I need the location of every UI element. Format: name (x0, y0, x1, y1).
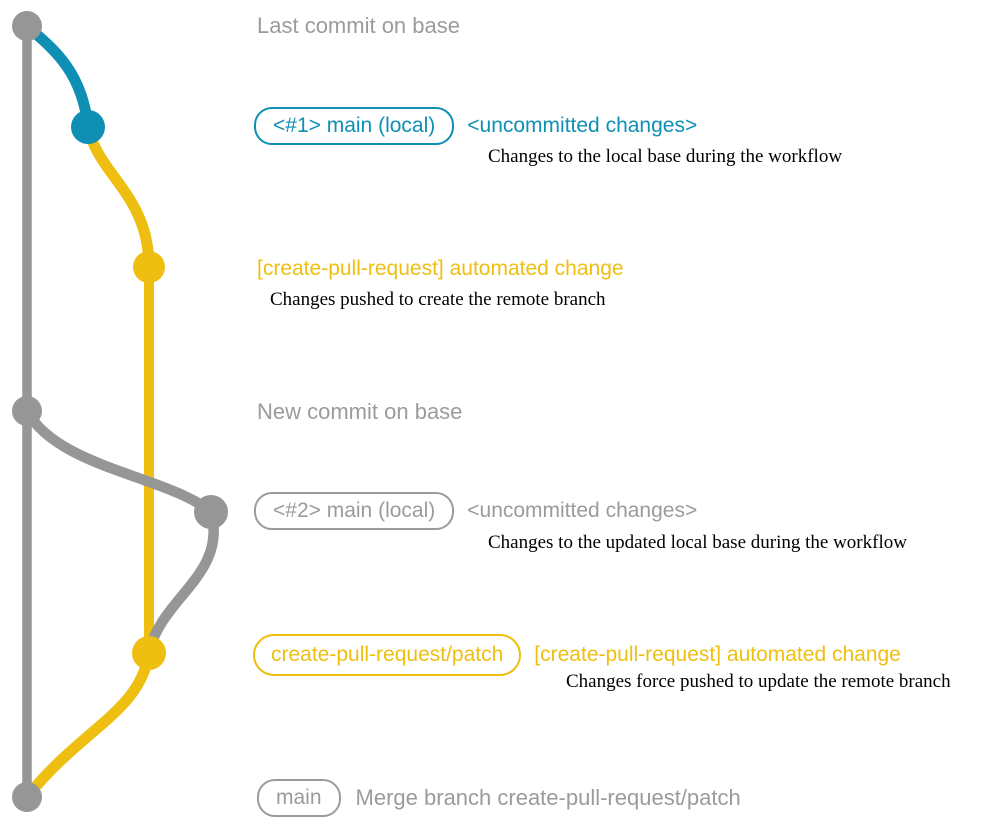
patch-branch-curve-1 (82, 121, 155, 273)
commit-node-last-commit-on-base (12, 11, 42, 41)
branch-badge-main: main (257, 779, 341, 817)
rebase-curve (143, 506, 219, 659)
merge-curve (21, 647, 155, 803)
row-local-main-1: <#1> main (local) <uncommitted changes> (254, 107, 697, 145)
row-merge: main Merge branch create-pull-request/pa… (257, 779, 741, 817)
status-uncommitted-changes-1: <uncommitted changes> (467, 114, 698, 137)
main-local-branch-curve-2 (21, 405, 217, 518)
description-push-create: Changes pushed to create the remote bran… (270, 289, 606, 310)
commit-node-merge (12, 782, 42, 812)
branch-badge-main-local-2: <#2> main (local) (254, 492, 455, 530)
commit-node-uncommitted-2 (194, 495, 228, 529)
description-local-changes-2: Changes to the updated local base during… (488, 532, 907, 553)
commit-message-automated-change-1: [create-pull-request] automated change (257, 257, 624, 280)
commit-message-automated-change-2: [create-pull-request] automated change (534, 643, 901, 666)
main-local-branch-curve-1 (21, 20, 94, 133)
commit-node-automated-change-2 (132, 636, 166, 670)
description-force-push: Changes force pushed to update the remot… (566, 671, 951, 692)
branch-badge-main-local-1: <#1> main (local) (254, 107, 455, 145)
commit-node-new-commit-on-base (12, 396, 42, 426)
row-local-main-2: <#2> main (local) <uncommitted changes> (254, 492, 697, 530)
annotation-last-commit-on-base: Last commit on base (257, 13, 460, 38)
commit-node-automated-change-1 (133, 251, 165, 283)
commit-message-merge: Merge branch create-pull-request/patch (355, 785, 741, 810)
annotation-new-commit-on-base: New commit on base (257, 399, 463, 424)
row-patch-branch: create-pull-request/patch [create-pull-r… (253, 634, 901, 676)
branch-badge-create-pull-request-patch: create-pull-request/patch (253, 634, 522, 676)
git-graph (12, 11, 228, 812)
commit-node-uncommitted-1 (71, 110, 105, 144)
description-local-changes-1: Changes to the local base during the wor… (488, 146, 843, 167)
status-uncommitted-changes-2: <uncommitted changes> (467, 499, 698, 522)
